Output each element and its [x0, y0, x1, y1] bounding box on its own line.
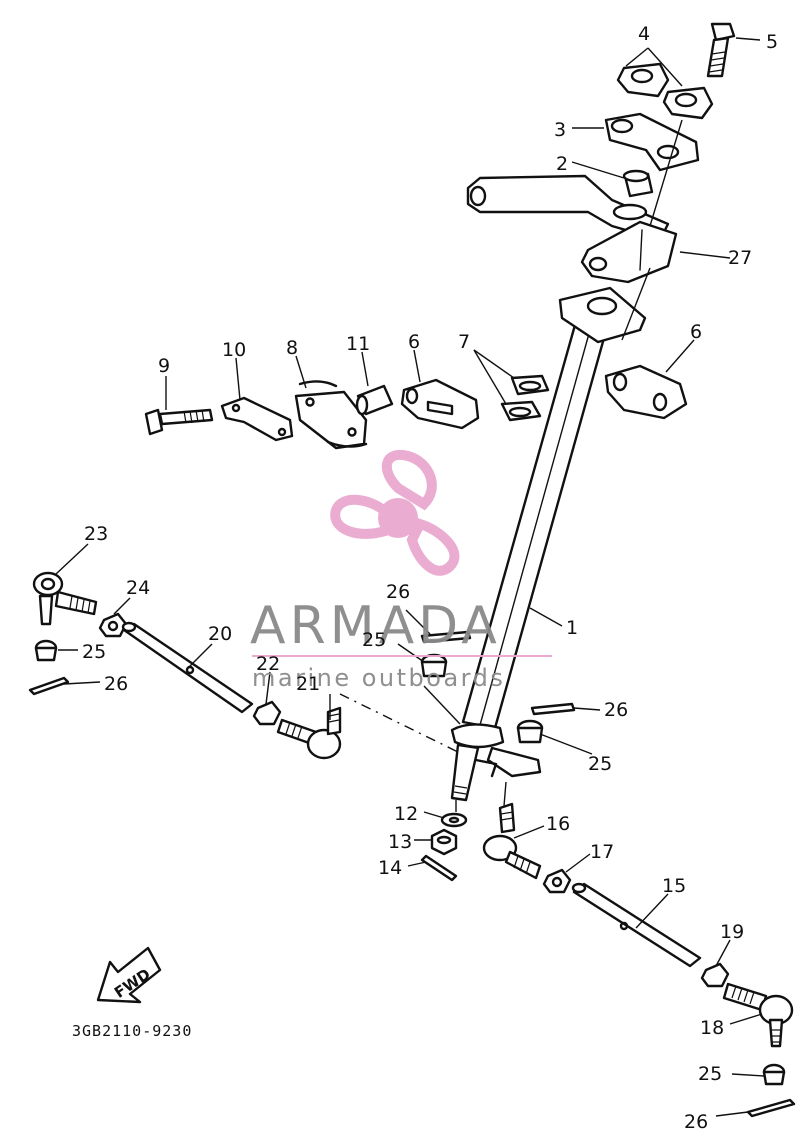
callout-14: 14 — [378, 857, 402, 879]
callout-25-left: 25 — [82, 641, 106, 663]
callout-13: 13 — [388, 831, 412, 853]
clips — [500, 374, 550, 422]
castle-nut-13 — [430, 828, 458, 856]
steering-plate — [294, 380, 368, 450]
leader-lines — [55, 37, 765, 1117]
callout-26-mid-right: 26 — [604, 699, 628, 721]
callout-9: 9 — [158, 355, 170, 377]
tie-rod-end-18 — [722, 982, 794, 1048]
watermark-brand: ARMADA — [250, 596, 501, 656]
nut-19 — [700, 962, 730, 988]
callout-26-bottom-right: 26 — [684, 1111, 708, 1133]
callout-10: 10 — [222, 339, 246, 361]
bushing — [622, 169, 654, 198]
handlebar-bolt — [706, 22, 736, 78]
callout-5: 5 — [766, 31, 778, 53]
tie-rod-right — [571, 882, 702, 968]
callout-19: 19 — [720, 921, 744, 943]
callout-22: 22 — [256, 653, 280, 675]
bolt — [144, 408, 214, 436]
nut-22 — [252, 700, 282, 726]
callout-15: 15 — [662, 875, 686, 897]
callout-27: 27 — [728, 247, 752, 269]
callout-16: 16 — [546, 813, 570, 835]
column-bracket — [580, 220, 678, 284]
tie-rod-end-16 — [482, 802, 542, 880]
callout-18: 18 — [700, 1017, 724, 1039]
tie-rod-end-left — [32, 571, 98, 626]
callout-6-right: 6 — [690, 321, 702, 343]
callout-26-center: 26 — [386, 581, 410, 603]
cotter-pin-14 — [420, 854, 458, 882]
callout-25-bottom-right: 25 — [698, 1063, 722, 1085]
callout-2: 2 — [556, 153, 568, 175]
callout-3: 3 — [554, 119, 566, 141]
callout-24: 24 — [126, 577, 150, 599]
castle-nut-center — [420, 653, 448, 678]
lock-plate — [220, 396, 294, 442]
callout-7: 7 — [458, 331, 470, 353]
cotter-pin-left — [28, 676, 70, 696]
bushing-half-right — [604, 364, 688, 420]
handlebar-lower-holder — [604, 112, 700, 172]
handlebar-holder-caps — [616, 62, 714, 120]
callout-11: 11 — [346, 333, 370, 355]
washer-12 — [440, 812, 468, 828]
callout-20: 20 — [208, 623, 232, 645]
propeller-hub — [378, 498, 418, 538]
watermark-tagline: marine outboards — [252, 664, 505, 692]
callout-17: 17 — [590, 841, 614, 863]
propeller-logo — [330, 449, 460, 576]
watermark: ARMADA marine outboards — [250, 449, 552, 692]
steering-shaft — [450, 286, 647, 802]
callout-26-left: 26 — [104, 673, 128, 695]
castle-nut-mid-right — [516, 719, 544, 744]
cotter-pin-mid-right — [530, 702, 576, 716]
tie-rod-end-21 — [276, 706, 342, 760]
callout-23: 23 — [84, 523, 108, 545]
callout-12: 12 — [394, 803, 418, 825]
cotter-pin-center — [420, 630, 472, 644]
nut-left — [98, 612, 128, 638]
cotter-pin-right — [746, 1098, 796, 1118]
castle-nut-left — [34, 639, 58, 662]
callout-8: 8 — [286, 337, 298, 359]
propeller-blade-right — [406, 518, 460, 576]
callout-25-center: 25 — [362, 629, 386, 651]
bushing-half-left — [400, 378, 480, 430]
nut-17 — [542, 868, 572, 894]
tie-rod-left — [121, 621, 254, 714]
callout-4: 4 — [638, 23, 650, 45]
drawing-code: 3GB2110-9230 — [72, 1022, 192, 1040]
callout-25-mid-right: 25 — [588, 753, 612, 775]
propeller-blade-left — [330, 494, 393, 539]
forward-arrow: FWD — [96, 946, 162, 1004]
collar — [355, 384, 394, 416]
propeller-blade-top — [381, 449, 437, 511]
callout-21: 21 — [296, 673, 320, 695]
castle-nut-right — [762, 1063, 786, 1086]
callout-labels: 1 2 3 4 5 6 6 7 8 9 10 11 12 13 14 15 16… — [82, 23, 778, 1133]
callout-1: 1 — [566, 617, 578, 639]
callout-6-left: 6 — [408, 331, 420, 353]
